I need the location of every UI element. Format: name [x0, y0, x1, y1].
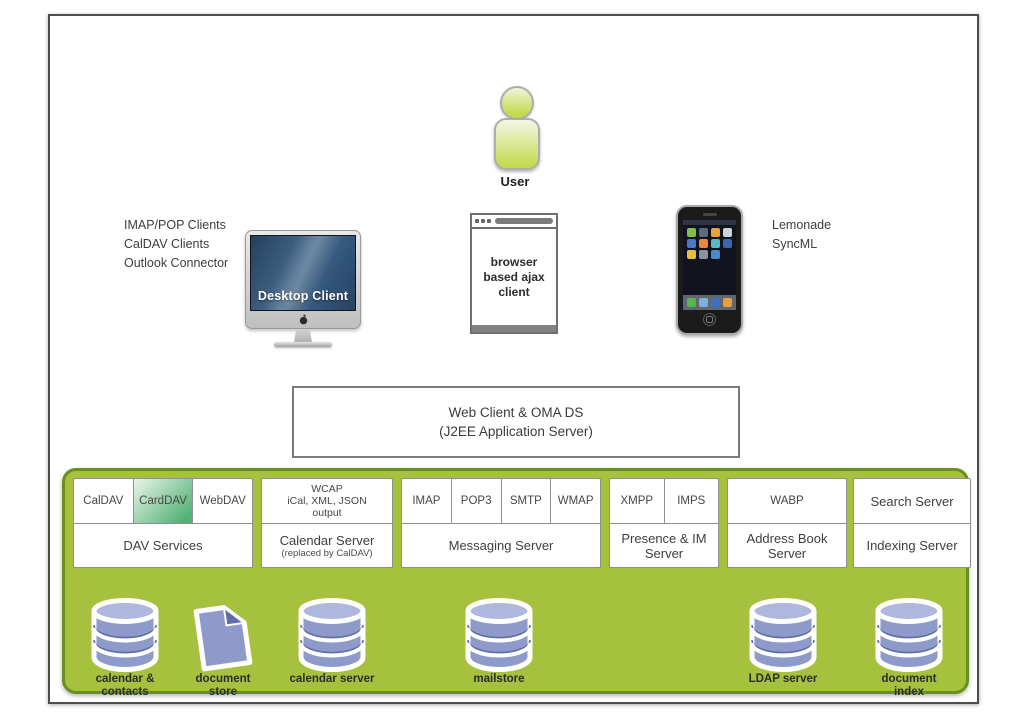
apple-logo-icon [299, 314, 307, 325]
imac-chin [250, 311, 356, 328]
protocol-pop3: POP3 [452, 479, 502, 523]
browser-button-icon [475, 219, 479, 223]
user-icon [500, 86, 534, 120]
service-group-calendar-server: WCAP iCal, XML, JSON output Calendar Ser… [261, 478, 393, 568]
app-icon [698, 250, 708, 259]
iphone-earpiece [702, 213, 717, 216]
protocol-wcap-ical-xml-json: WCAP iCal, XML, JSON output [287, 483, 367, 519]
datastore-label: document index [881, 673, 937, 698]
iphone-screen [683, 220, 736, 310]
database-icon [86, 596, 164, 672]
app-icon [698, 239, 708, 248]
mobile-client-protocol-notes: Lemonade SyncML [772, 218, 832, 251]
browser-button-icon [487, 219, 491, 223]
app-icon [686, 250, 696, 259]
imac-screen: Desktop Client [250, 235, 356, 311]
database-icon [460, 596, 538, 672]
protocol-carddav: CardDAV [133, 479, 194, 523]
protocol-wabp: WABP [770, 495, 804, 507]
service-name-text: Calendar Server [279, 532, 375, 548]
database-icon [293, 596, 371, 672]
mobile-client-illustration [676, 205, 743, 335]
protocol-xmpp: XMPP [610, 479, 665, 523]
protocol-imap: IMAP [402, 479, 452, 523]
service-group-messaging-server: IMAP POP3 SMTP WMAP Messaging Server [401, 478, 601, 568]
iphone-dock [683, 295, 736, 310]
app-icon [723, 239, 733, 248]
iphone-app-grid [683, 227, 736, 295]
protocol-row: CalDAV CardDAV WebDAV [74, 479, 252, 524]
service-name-calendar-server: Calendar Server (replaced by CalDAV) [262, 524, 392, 567]
datastore-document-store: document store [163, 596, 283, 699]
middleware-label: Web Client & OMA DS (J2EE Application Se… [439, 405, 593, 439]
service-name-indexing-server: Indexing Server [866, 538, 958, 553]
dock-app-icon [699, 298, 708, 307]
user-icon-body [494, 118, 540, 170]
protocol-row: IMAP POP3 SMTP WMAP [402, 479, 600, 524]
protocol-row: XMPP IMPS [610, 479, 718, 524]
app-icon [723, 228, 733, 237]
desktop-client-protocol-notes: IMAP/POP Clients CalDAV Clients Outlook … [124, 218, 229, 270]
server-services-panel: CalDAV CardDAV WebDAV DAV Services WCAP … [62, 468, 971, 698]
datastore-label: calendar & contacts [95, 673, 155, 698]
datastore-mailstore: mailstore [439, 596, 559, 686]
dock-app-icon [711, 298, 720, 307]
database-icon [744, 596, 822, 672]
protocol-smtp: SMTP [502, 479, 552, 523]
service-group-presence-im-server: XMPP IMPS Presence & IM Server [609, 478, 719, 568]
protocol-row: Search Server [854, 479, 970, 524]
app-icon [711, 239, 721, 248]
app-icon [711, 250, 721, 259]
web-client-oma-ds-box: Web Client & OMA DS (J2EE Application Se… [292, 386, 740, 458]
protocol-caldav: CalDAV [74, 479, 134, 523]
document-icon [193, 596, 253, 672]
datastore-ldap-server: LDAP server [723, 596, 843, 686]
app-icon [711, 228, 721, 237]
service-name-messaging-server: Messaging Server [448, 538, 554, 553]
user-label: User [500, 174, 530, 189]
browser-address-bar [495, 218, 553, 224]
imac-stand-base [274, 342, 332, 347]
browser-titlebar [472, 215, 556, 229]
protocol-webdav: WebDAV [199, 495, 246, 507]
datastore-document-index: document index [849, 596, 969, 699]
iphone-home-button [703, 313, 716, 326]
desktop-client-label: Desktop Client [257, 289, 349, 303]
datastore-label: mailstore [473, 673, 525, 685]
datastore-label: calendar server [289, 673, 375, 685]
browser-statusbar [472, 325, 556, 332]
service-name-presence-im-server: Presence & IM Server [621, 530, 707, 561]
app-icon [686, 239, 696, 248]
database-icon [870, 596, 948, 672]
browser-button-icon [481, 219, 485, 223]
service-name-address-book-server: Address Book Server [746, 530, 828, 561]
app-icon [698, 228, 708, 237]
search-server-cell: Search Server [870, 493, 954, 509]
dock-app-icon [687, 298, 696, 307]
service-group-indexing-server: Search Server Indexing Server [853, 478, 971, 568]
protocol-row: WABP [728, 479, 846, 524]
desktop-client-illustration: Desktop Client [245, 230, 361, 347]
browser-client-illustration: browser based ajax client [470, 213, 558, 334]
service-group-address-book-server: WABP Address Book Server [727, 478, 847, 568]
browser-body: browser based ajax client [472, 229, 556, 325]
datastore-calendar-contacts: calendar & contacts [65, 596, 185, 699]
datastore-label: LDAP server [748, 673, 818, 685]
protocol-imps: IMPS [677, 495, 706, 507]
datastore-calendar-server: calendar server [272, 596, 392, 686]
datastore-label: document store [195, 673, 251, 698]
iphone-statusbar [683, 220, 736, 225]
diagram-frame: User IMAP/POP Clients CalDAV Clients Out… [48, 14, 979, 704]
browser-client-label: browser based ajax client [483, 254, 545, 299]
service-subtitle: (replaced by CalDAV) [281, 547, 373, 559]
service-group-dav-services: CalDAV CardDAV WebDAV DAV Services [73, 478, 253, 568]
dock-app-icon [723, 298, 732, 307]
protocol-row: WCAP iCal, XML, JSON output [262, 479, 392, 524]
protocol-wmap: WMAP [557, 495, 594, 507]
app-icon [686, 228, 696, 237]
imac-body: Desktop Client [245, 230, 361, 329]
service-name-dav-services: DAV Services [123, 538, 203, 553]
imac-stand-neck [294, 329, 312, 342]
